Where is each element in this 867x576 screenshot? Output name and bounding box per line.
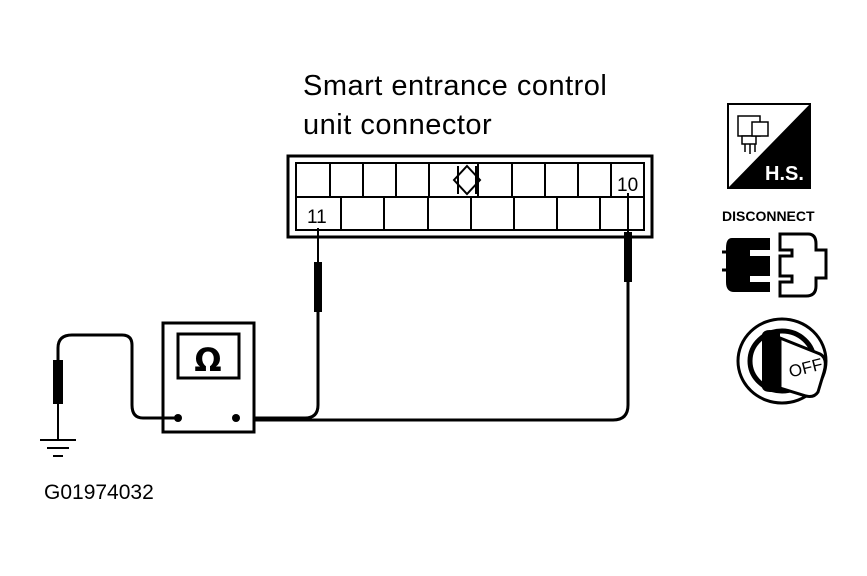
- ohm-symbol: Ω: [194, 341, 221, 379]
- connector-housing: [286, 154, 654, 239]
- harness-side-label: H.S.: [765, 163, 804, 185]
- connector-title-line-1: Smart entrance control: [303, 70, 608, 102]
- disconnect-icon: [722, 232, 828, 298]
- ohmmeter-terminal-negative: [174, 414, 182, 422]
- probe-lead-pin-11: [237, 228, 322, 420]
- pin-11-label: 11: [307, 207, 327, 228]
- pin-10-label: 10: [617, 175, 638, 196]
- ohmmeter: [161, 321, 256, 434]
- connector-bottom-row: [340, 197, 601, 230]
- connector: [286, 154, 654, 239]
- harness-side-icon: H.S.: [727, 103, 811, 189]
- disconnect-label: DISCONNECT: [722, 208, 815, 224]
- ground-lead: [53, 333, 175, 440]
- ohmmeter-terminal-positive: [232, 414, 240, 422]
- ground-icon: [40, 439, 76, 457]
- ignition-off-icon: [736, 317, 828, 405]
- ohmmeter-display: [176, 332, 241, 380]
- probe-lead-pin-10: [255, 193, 632, 422]
- connector-key-icon: [452, 164, 482, 196]
- figure-code: G01974032: [44, 481, 154, 504]
- connector-title-line-2: unit connector: [303, 109, 493, 141]
